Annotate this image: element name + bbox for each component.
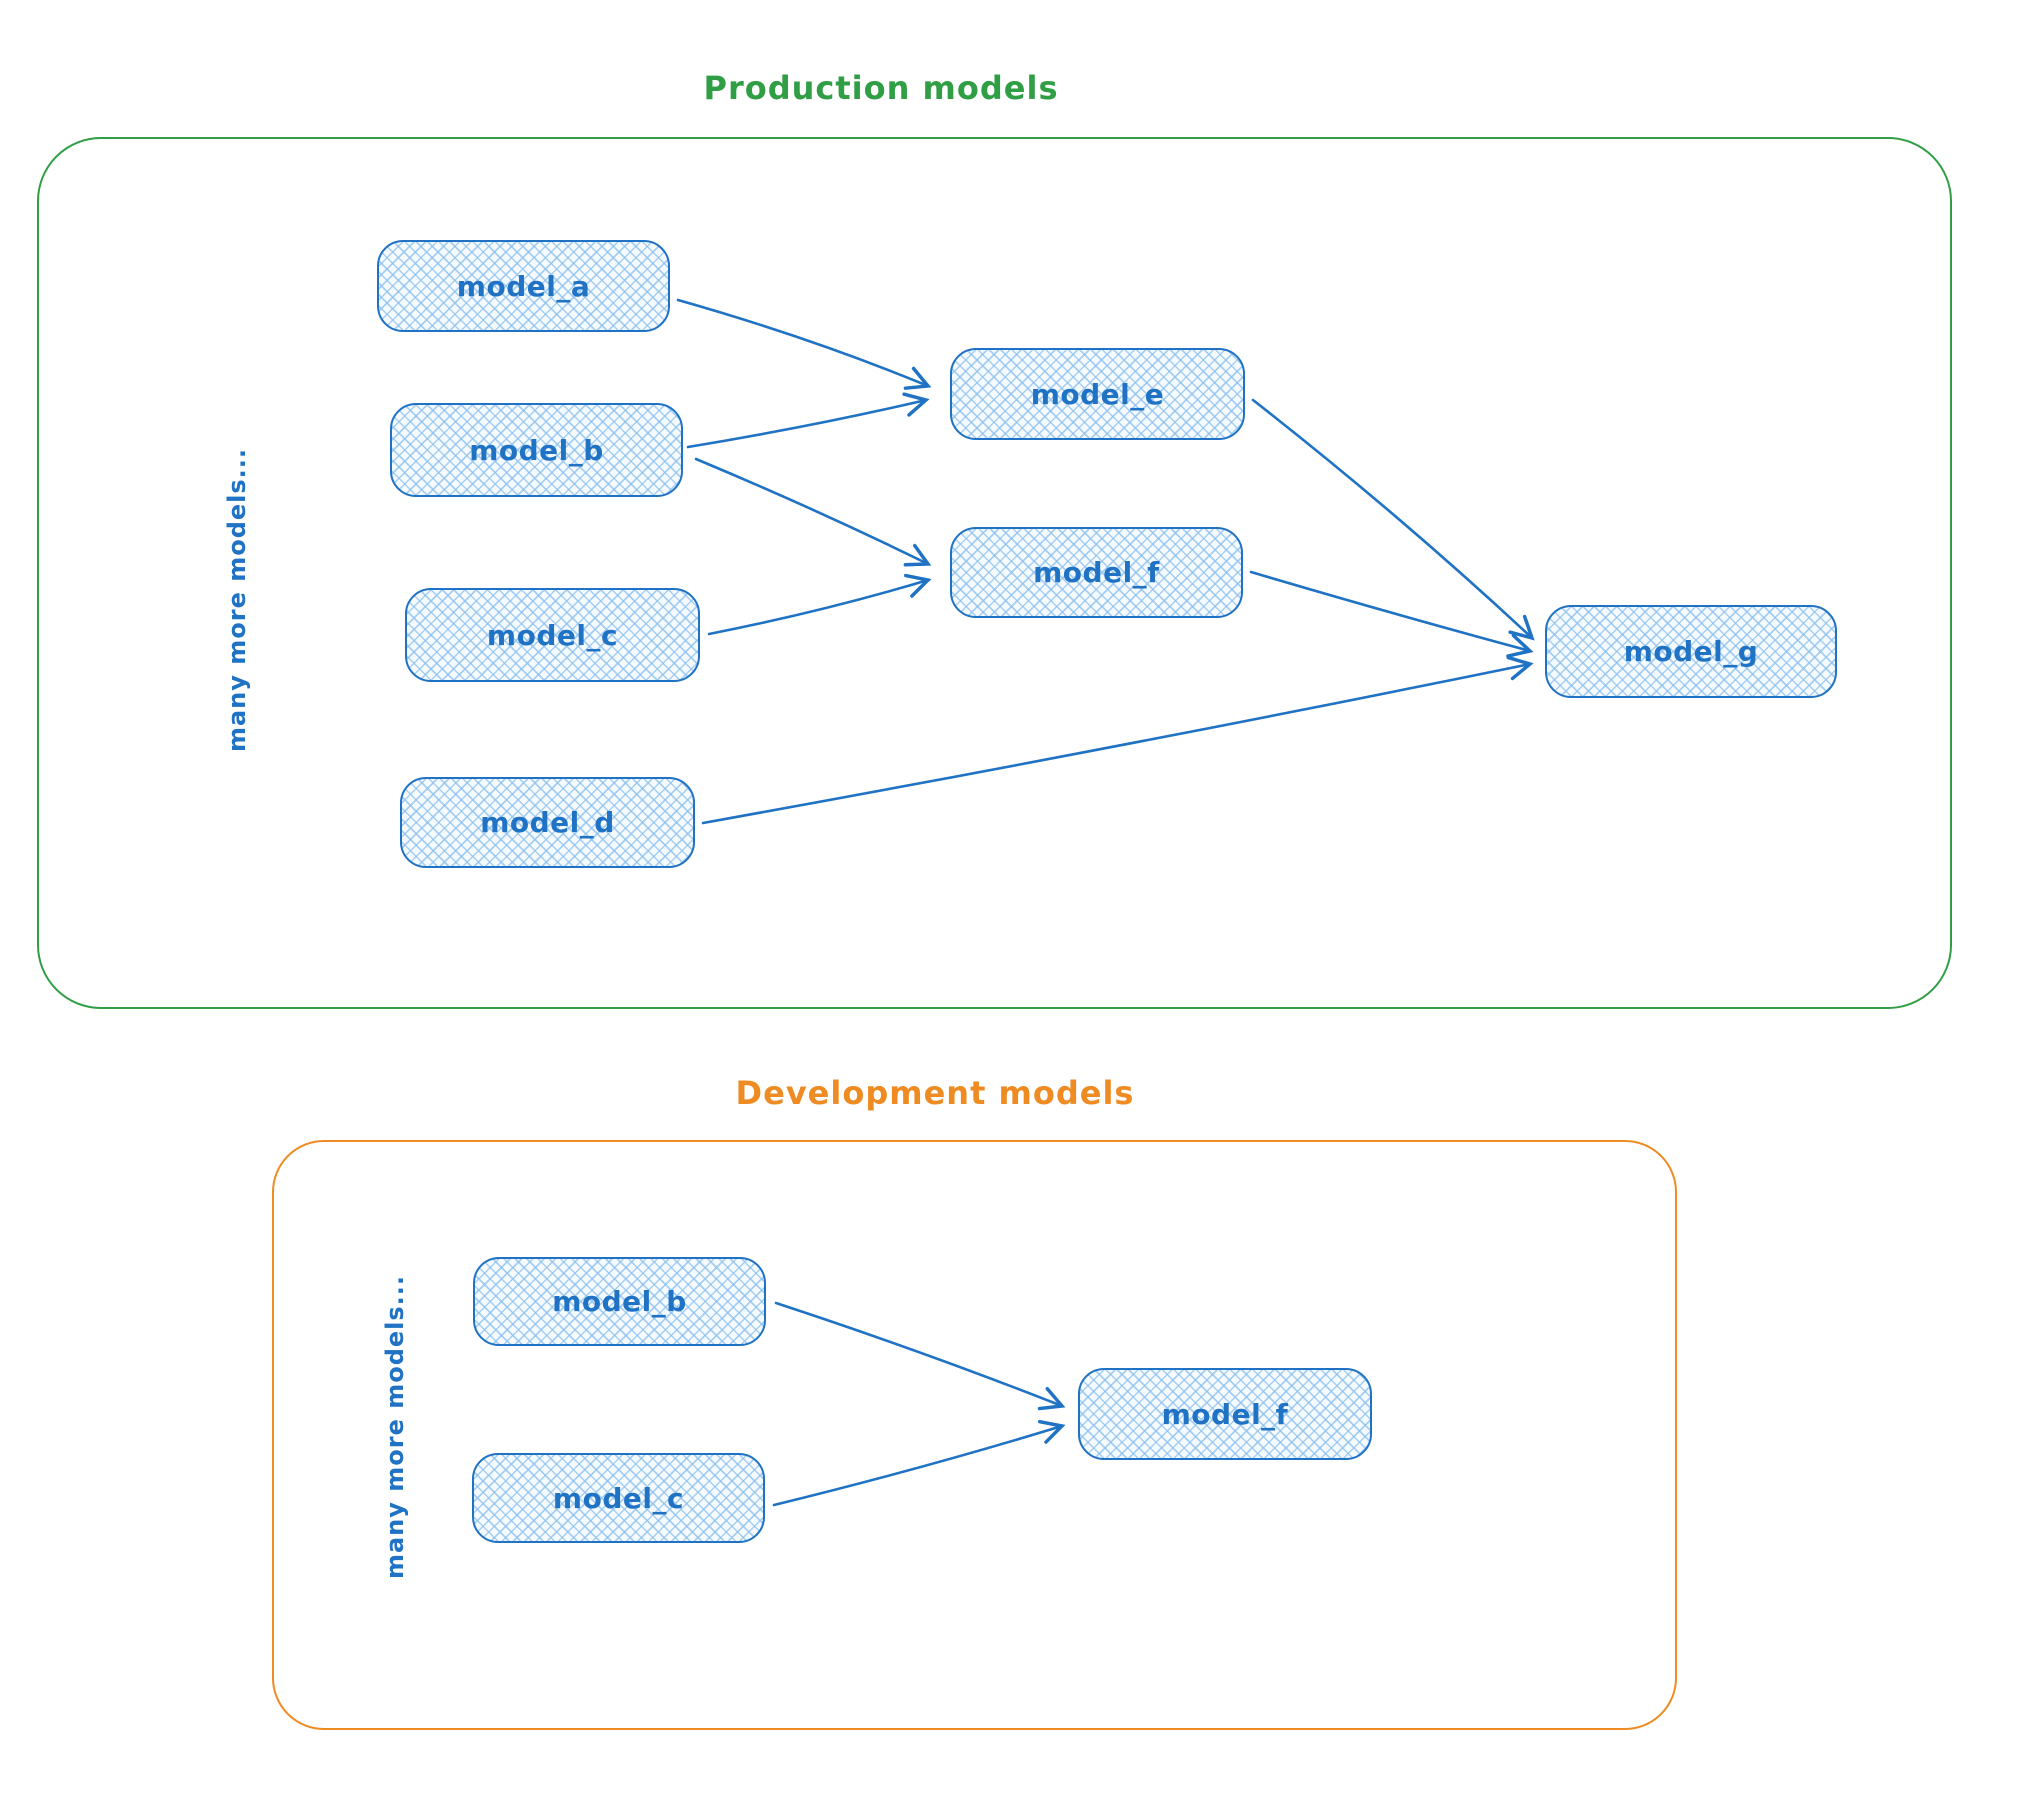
- node-label: model_e: [1030, 377, 1165, 411]
- node-production-model-g: model_g: [1545, 605, 1837, 698]
- node-label: model_d: [480, 806, 615, 839]
- node-label: model_a: [456, 269, 591, 303]
- node-production-model-d: model_d: [400, 777, 695, 868]
- node-label: model_f: [1033, 556, 1160, 589]
- development-side-label: many more models...: [381, 1274, 409, 1580]
- production-group-title: Production models: [703, 69, 1059, 107]
- development-group-title: Development models: [735, 1074, 1135, 1112]
- node-development-model-c: model_c: [472, 1453, 765, 1543]
- node-production-model-b: model_b: [390, 403, 683, 497]
- development-group-frame: [272, 1140, 1677, 1730]
- node-label: model_f: [1161, 1397, 1289, 1431]
- production-side-label: many more models...: [223, 447, 251, 753]
- node-production-model-a: model_a: [377, 240, 670, 332]
- node-label: model_g: [1623, 635, 1759, 668]
- node-production-model-e: model_e: [950, 348, 1245, 440]
- production-group-frame: [37, 137, 1952, 1009]
- node-label: model_c: [486, 618, 619, 652]
- node-development-model-f: model_f: [1078, 1368, 1372, 1460]
- node-label: model_b: [469, 433, 604, 467]
- node-production-model-f: model_f: [950, 527, 1243, 618]
- node-label: model_c: [552, 1481, 685, 1515]
- node-development-model-b: model_b: [473, 1257, 766, 1346]
- node-production-model-c: model_c: [405, 588, 700, 682]
- node-label: model_b: [552, 1285, 687, 1318]
